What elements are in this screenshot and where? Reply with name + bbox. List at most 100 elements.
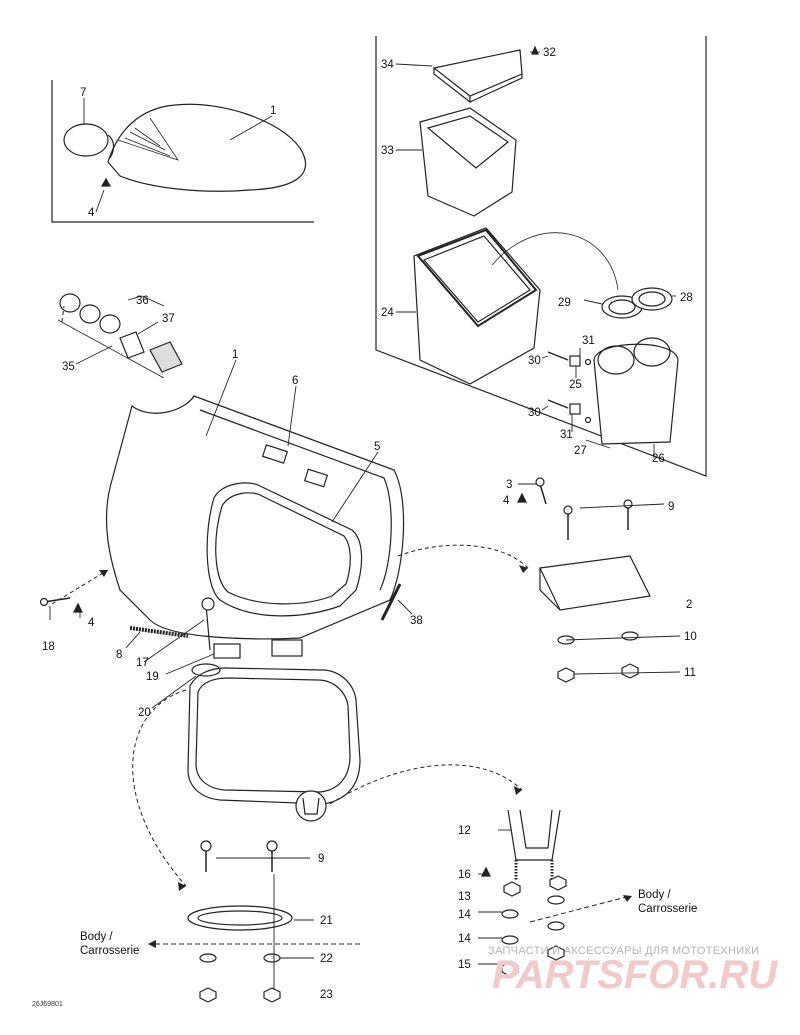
cylinder-37 — [119, 331, 145, 359]
leader-lines — [49, 51, 681, 990]
callout-23: 23 — [320, 989, 333, 1001]
u-bracket-assembly — [295, 790, 567, 977]
rod-17 — [205, 603, 211, 651]
nut-15 — [501, 961, 519, 977]
callout-19: 19 — [146, 671, 159, 683]
nut-16 — [481, 866, 491, 877]
callout-20: 20 — [138, 707, 151, 719]
screw-18 — [43, 597, 71, 603]
callout-38: 38 — [410, 615, 423, 627]
body-label-right-1: Body / — [638, 889, 671, 901]
callout-8: 8 — [116, 649, 122, 661]
connector — [149, 341, 183, 373]
nut-23a — [199, 987, 217, 1003]
clip-27 — [569, 403, 581, 415]
nut-11a — [557, 667, 575, 683]
body-label-left-2: Carrosserie — [80, 945, 139, 957]
seat-cover-7 — [63, 123, 109, 157]
lid-5 — [206, 482, 363, 617]
plug-35b — [79, 304, 101, 324]
nut-31b — [584, 416, 592, 424]
callout-31-bottom: 31 — [560, 429, 573, 441]
washer-20 — [191, 663, 221, 677]
washer-14c — [501, 935, 519, 945]
callout-3: 3 — [506, 479, 512, 491]
washer-14d — [547, 921, 565, 931]
ring-28 — [631, 287, 673, 311]
callout-12: 12 — [458, 825, 471, 837]
washer-14a — [501, 909, 519, 919]
body-ref-lines — [150, 895, 631, 945]
nut-13a — [503, 881, 521, 897]
callout-17: 17 — [136, 657, 149, 669]
latch-6a — [261, 444, 289, 464]
washer-10b — [621, 631, 639, 641]
plug-36 — [99, 314, 121, 334]
callout-27: 27 — [574, 445, 587, 457]
callout-29: 29 — [558, 297, 571, 309]
body-labels: Body / Carrosserie Body / Carrosserie — [80, 889, 697, 957]
callout-34: 34 — [381, 59, 394, 71]
callout-4-bracket: 4 — [503, 495, 510, 507]
callout-14-b: 14 — [458, 933, 471, 945]
watermark-line1: ЗАПЧАСТИ И АКСЕССУАРЫ ДЛЯ МОТОТЕХНИКИ — [488, 945, 759, 957]
callout-1-seat: 1 — [270, 105, 276, 117]
washer-14b — [547, 895, 565, 905]
watermark-logo: PARTSFOR.RU — [492, 953, 778, 997]
callout-24: 24 — [381, 307, 394, 319]
body-label-left-1: Body / — [80, 931, 113, 943]
callout-6: 6 — [292, 375, 298, 387]
seal-38 — [380, 583, 402, 621]
nut-15b — [547, 945, 565, 961]
spring-8 — [129, 626, 189, 638]
screw-30b — [547, 399, 569, 409]
bracket-2 — [539, 555, 651, 611]
callout-11: 11 — [684, 667, 696, 679]
nut-31a — [584, 358, 592, 366]
nut-11b — [621, 663, 639, 679]
grommet-21 — [187, 905, 293, 931]
callout-5: 5 — [374, 441, 380, 453]
nut-4-top — [100, 177, 112, 187]
callout-2: 2 — [686, 599, 692, 611]
cupholder-26 — [593, 343, 679, 445]
seat-inset — [51, 80, 314, 223]
callout-15: 15 — [458, 959, 471, 971]
housing-24 — [413, 227, 541, 385]
callout-9-bottom: 9 — [318, 853, 324, 865]
callout-10: 10 — [684, 631, 697, 643]
detail-circle — [295, 790, 327, 822]
hinge-19 — [213, 643, 241, 659]
u-bracket-12 — [507, 809, 561, 861]
callout-32: 32 — [543, 47, 556, 59]
callout-14-a: 14 — [458, 909, 471, 921]
callout-26: 26 — [652, 453, 665, 465]
rivet-32 — [531, 45, 539, 55]
callout-4-seat: 4 — [88, 207, 95, 219]
callout-18: 18 — [42, 641, 55, 653]
clip-25 — [569, 355, 581, 367]
watermark: ЗАПЧАСТИ И АКСЕССУАРЫ ДЛЯ МОТОТЕХНИКИ PA… — [488, 945, 778, 997]
nut-13b — [549, 875, 567, 891]
callout-7: 7 — [80, 87, 86, 99]
diagram-id: 26J69801 — [32, 1001, 63, 1008]
latch-6b — [303, 468, 329, 488]
gasket-frame — [187, 667, 361, 805]
bracket-assembly — [517, 477, 651, 683]
callout-4-cover: 4 — [88, 617, 95, 629]
bottom-center-stack — [187, 840, 293, 1003]
callout-28: 28 — [680, 292, 693, 304]
lid-34 — [432, 49, 523, 97]
callout-31-top: 31 — [582, 335, 595, 347]
callout-35: 35 — [62, 361, 75, 373]
callout-37: 37 — [162, 313, 175, 325]
arrowheads — [99, 565, 528, 891]
callout-13: 13 — [458, 891, 471, 903]
nut-4-mid — [73, 602, 83, 613]
storage-cover-assembly — [39, 293, 405, 805]
callout-21: 21 — [320, 915, 333, 927]
screw-3 — [539, 483, 547, 505]
callouts: 7 1 4 34 32 33 24 29 28 31 30 25 30 31 2… — [42, 47, 697, 1001]
screw-30a — [547, 351, 569, 361]
